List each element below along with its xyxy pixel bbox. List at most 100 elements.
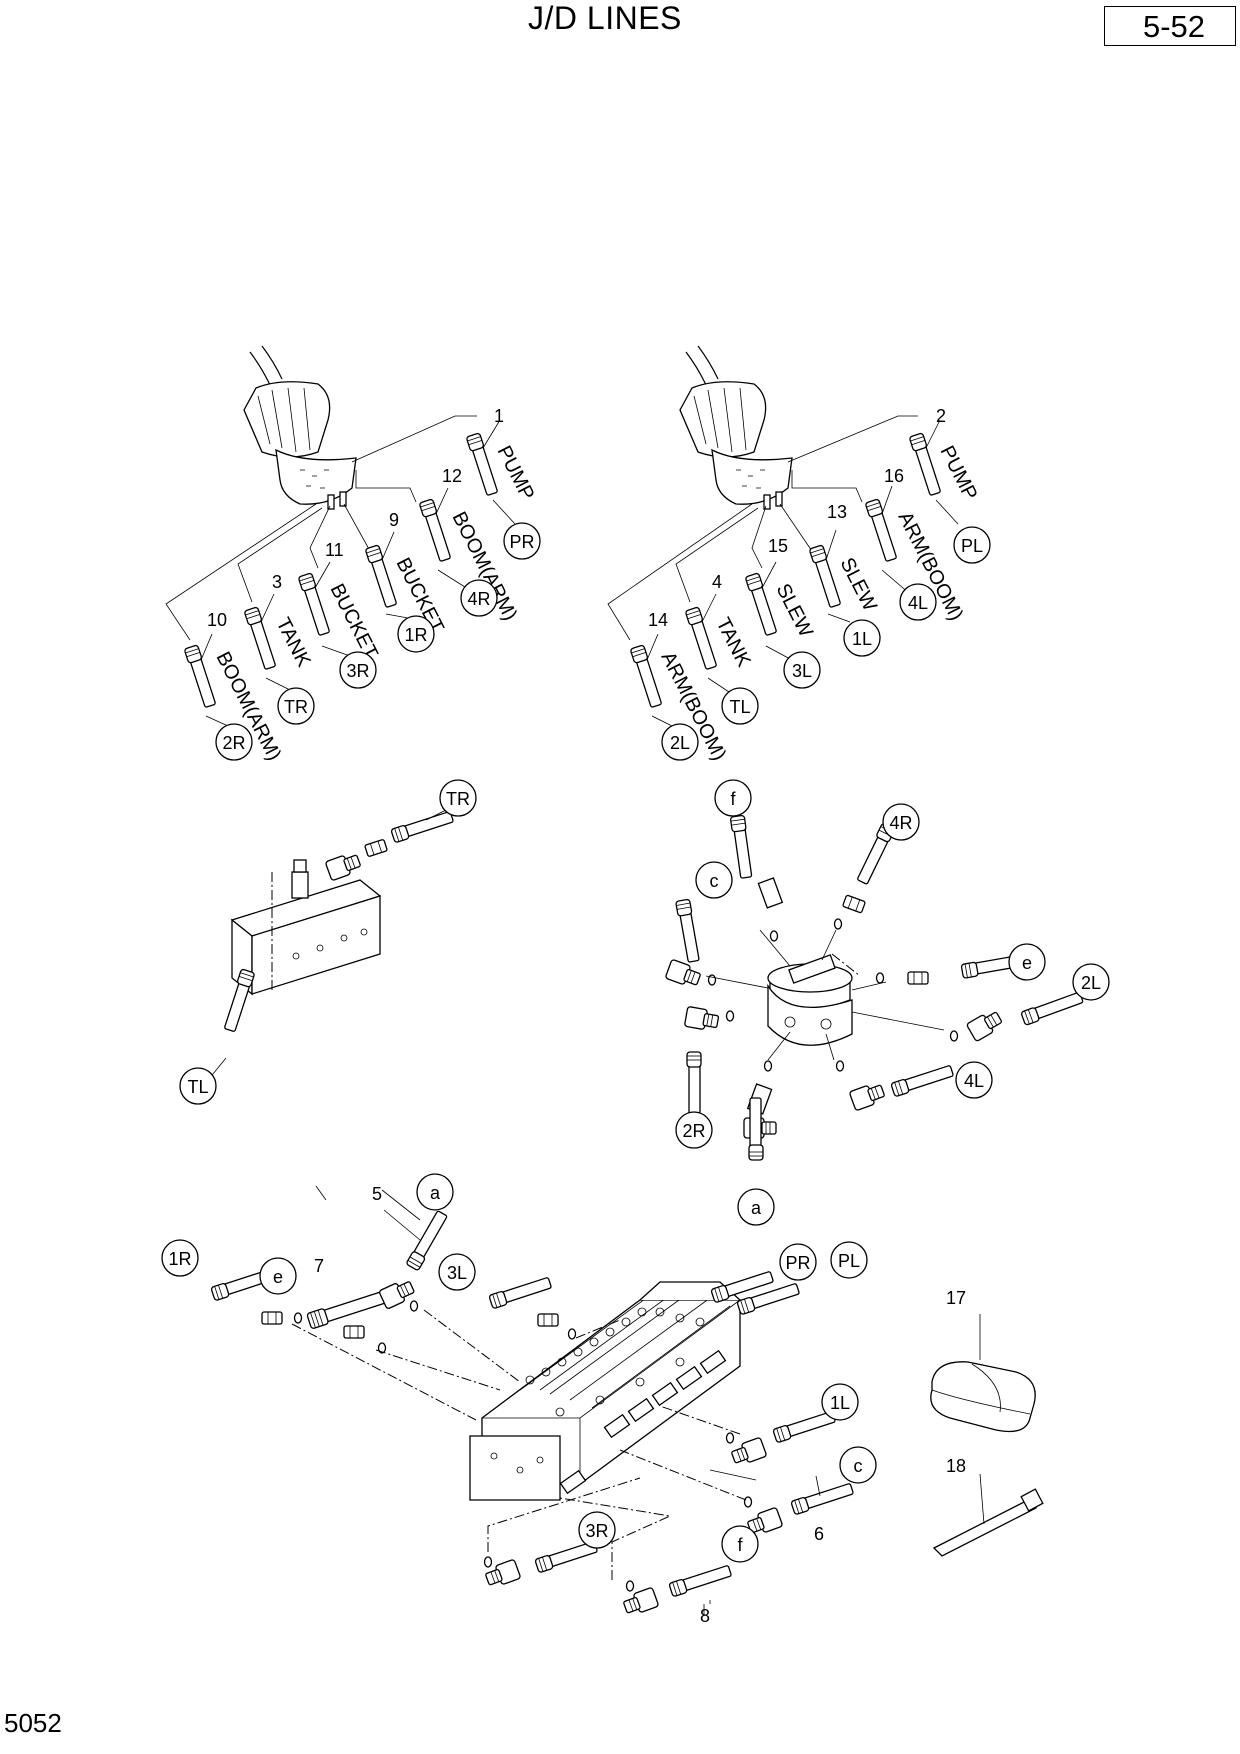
callout-pl-top: PL <box>953 526 991 564</box>
svg-text:1R: 1R <box>168 1249 191 1269</box>
shuttle-block-group <box>664 806 1085 1161</box>
svg-text:c: c <box>854 1456 863 1476</box>
svg-text:3L: 3L <box>792 661 812 681</box>
svg-text:PL: PL <box>961 536 983 556</box>
svg-text:e: e <box>1022 953 1032 973</box>
page-number-box: 5-52 <box>1104 6 1236 46</box>
callout-3l-bottom: 3L <box>438 1253 476 1291</box>
part-number-16: 16 <box>884 466 904 486</box>
callout-4r-mid: 4R <box>882 803 920 841</box>
left-bucket-hose-3r <box>297 572 332 637</box>
right-joystick-body <box>679 345 793 510</box>
left-joystick-body <box>243 345 357 510</box>
part-number-11: 11 <box>325 540 344 560</box>
svg-text:2L: 2L <box>1081 973 1101 993</box>
svg-text:e: e <box>273 1267 283 1287</box>
callout-a-bottom: a <box>416 1173 454 1211</box>
svg-text:4L: 4L <box>908 593 928 613</box>
part-number-4: 4 <box>712 572 722 592</box>
callout-2r-mid: 2R <box>675 1111 713 1149</box>
callout-tl-mid: TL <box>179 1067 217 1105</box>
part-number-3: 3 <box>272 572 282 592</box>
valve-spools <box>559 1349 727 1495</box>
callout-tr-mid: TR <box>439 779 477 817</box>
callout-2r-top: 2R <box>215 723 253 761</box>
part-number-18: 18 <box>946 1456 966 1476</box>
part-number-8: 8 <box>700 1606 710 1626</box>
part-number-10: 10 <box>207 610 227 630</box>
left-joystick-group: 1 12 9 11 3 10 PUMP BOOM(ARM) BUCKET BUC… <box>165 345 539 764</box>
callout-pr-bottom: PR <box>779 1243 817 1281</box>
right-arm-boom-hose-4l <box>864 498 899 563</box>
right-tank-hose <box>684 606 719 671</box>
part-number-14: 14 <box>648 610 668 630</box>
svg-text:a: a <box>430 1183 441 1203</box>
svg-text:PL: PL <box>838 1251 860 1271</box>
right-arm-boom-hose-2l <box>629 644 664 709</box>
callout-1r-top: 1R <box>397 615 435 653</box>
callout-pl-bottom: PL <box>830 1241 868 1279</box>
right-joystick-group: 2 16 13 15 4 14 PUMP ARM(BOOM) SLEW SLEW… <box>607 345 982 764</box>
callout-1l-top: 1L <box>843 619 881 657</box>
spiral-protector-17 <box>930 1314 1036 1433</box>
callout-c-bottom: c <box>839 1446 877 1484</box>
label-tank-left: TANK <box>272 614 315 671</box>
left-bucket-hose-1r <box>364 544 399 609</box>
svg-text:4R: 4R <box>889 813 912 833</box>
callout-tr-top: TR <box>277 687 315 725</box>
callout-3r-bottom: 3R <box>578 1511 616 1549</box>
right-slew-hose-1l <box>808 544 843 609</box>
left-boom-arm-hose-4r <box>418 498 453 563</box>
label-slew-1l: SLEW <box>836 554 881 615</box>
callout-2l-top: 2L <box>661 723 699 761</box>
callout-pr-top: PR <box>503 522 541 560</box>
part-number-6: 6 <box>814 1524 824 1544</box>
svg-text:TR: TR <box>446 789 470 809</box>
svg-text:1R: 1R <box>404 625 427 645</box>
callout-f-mid: f <box>714 779 752 817</box>
part-number-1: 1 <box>494 406 504 426</box>
left-tank-hose <box>243 606 278 671</box>
callout-1r-bottom: 1R <box>161 1239 199 1277</box>
callout-4l-mid: 4L <box>955 1061 993 1099</box>
label-tank-right: TANK <box>712 614 755 671</box>
callout-4r-top: 4R <box>460 579 498 617</box>
callout-e-bottom: e <box>259 1257 297 1295</box>
svg-text:c: c <box>710 871 719 891</box>
svg-text:3R: 3R <box>585 1521 608 1541</box>
svg-text:TL: TL <box>187 1077 208 1097</box>
label-slew-3l: SLEW <box>772 580 817 641</box>
callout-tl-top: TL <box>721 687 759 725</box>
callouts: PR 4R 1R 3R TR 2R PL 4L 1L 3L TL 2L TR T… <box>161 522 1110 1563</box>
callout-e-mid: e <box>1008 943 1046 981</box>
svg-text:PR: PR <box>509 532 534 552</box>
part-number-12: 12 <box>442 466 462 486</box>
svg-text:3L: 3L <box>447 1263 467 1283</box>
svg-text:f: f <box>730 789 736 809</box>
svg-text:1L: 1L <box>830 1393 850 1413</box>
label-pump-right: PUMP <box>936 442 982 503</box>
page-number: 5-52 <box>1142 9 1205 44</box>
svg-text:3R: 3R <box>346 661 369 681</box>
callout-3r-top: 3R <box>339 651 377 689</box>
part-number-13: 13 <box>827 502 847 522</box>
svg-text:f: f <box>737 1535 743 1555</box>
tank-manifold-group <box>207 807 455 1081</box>
right-pump-hose <box>908 432 943 497</box>
svg-text:2R: 2R <box>682 1121 705 1141</box>
callout-a-mid: a <box>737 1188 775 1226</box>
document-code: 5052 <box>4 1708 62 1738</box>
left-boom-arm-hose-2r <box>183 644 218 709</box>
svg-text:4L: 4L <box>964 1071 984 1091</box>
part-number-7: 7 <box>314 1256 324 1276</box>
label-pump-left: PUMP <box>493 442 539 503</box>
callout-f-bottom: f <box>721 1525 759 1563</box>
svg-text:2L: 2L <box>670 733 690 753</box>
svg-text:2R: 2R <box>222 733 245 753</box>
part-number-15: 15 <box>768 536 788 556</box>
callout-4l-top: 4L <box>899 583 937 621</box>
svg-text:TL: TL <box>729 697 750 717</box>
callout-c-mid: c <box>695 861 733 899</box>
callout-2l-mid: 2L <box>1072 963 1110 1001</box>
